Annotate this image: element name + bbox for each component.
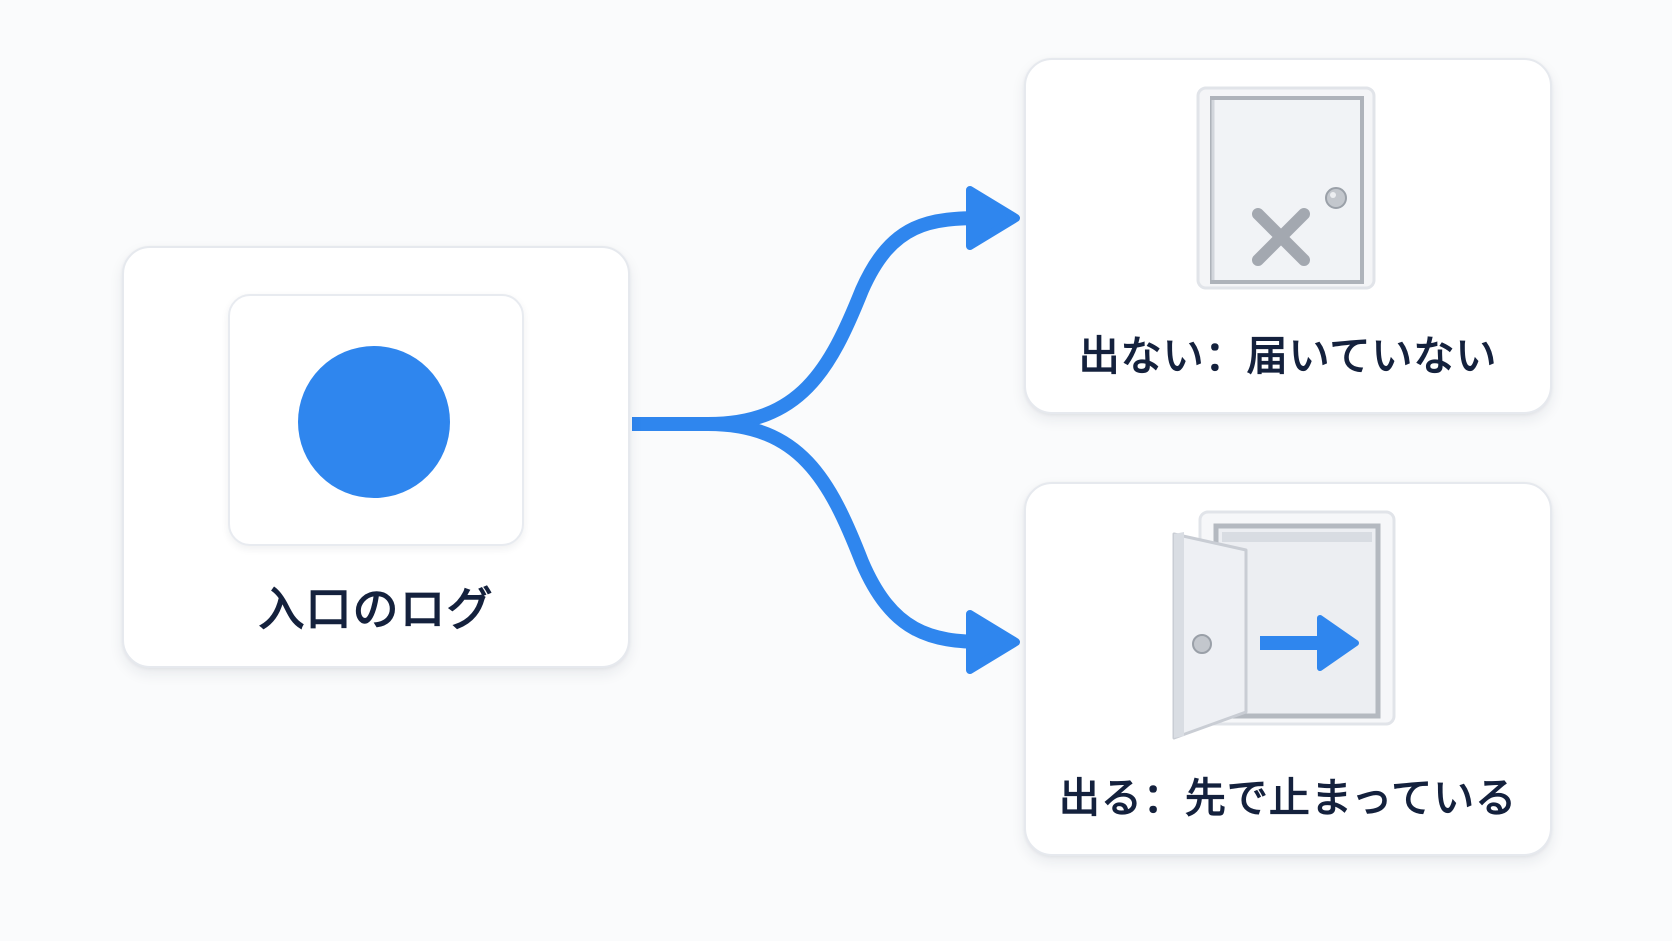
- outcome-label-appearing: 出る：先で止まっている: [1058, 774, 1518, 822]
- x-mark-icon: [1252, 208, 1310, 266]
- source-card: 入口のログ: [122, 246, 630, 668]
- arrowhead-lower: [966, 610, 1020, 674]
- outcome-label-not-appearing: 出ない：届いていない: [1078, 332, 1498, 380]
- arrowhead-upper: [966, 186, 1020, 250]
- branch-line-upper: [707, 211, 987, 431]
- outcome-card-not-appearing: 出ない：届いていない: [1024, 58, 1552, 414]
- branch-line-lower: [707, 417, 987, 649]
- blue-circle-icon: [298, 346, 450, 498]
- source-label: 入口のログ: [258, 582, 494, 636]
- outcome-card-appearing: 出る：先で止まっている: [1024, 482, 1552, 856]
- exit-arrow-icon: [1260, 615, 1359, 671]
- branch-lines: [632, 211, 987, 649]
- closed-door-x-icon: [1196, 86, 1376, 290]
- source-icon-frame: [228, 294, 524, 546]
- open-door-arrow-icon: [1172, 510, 1396, 740]
